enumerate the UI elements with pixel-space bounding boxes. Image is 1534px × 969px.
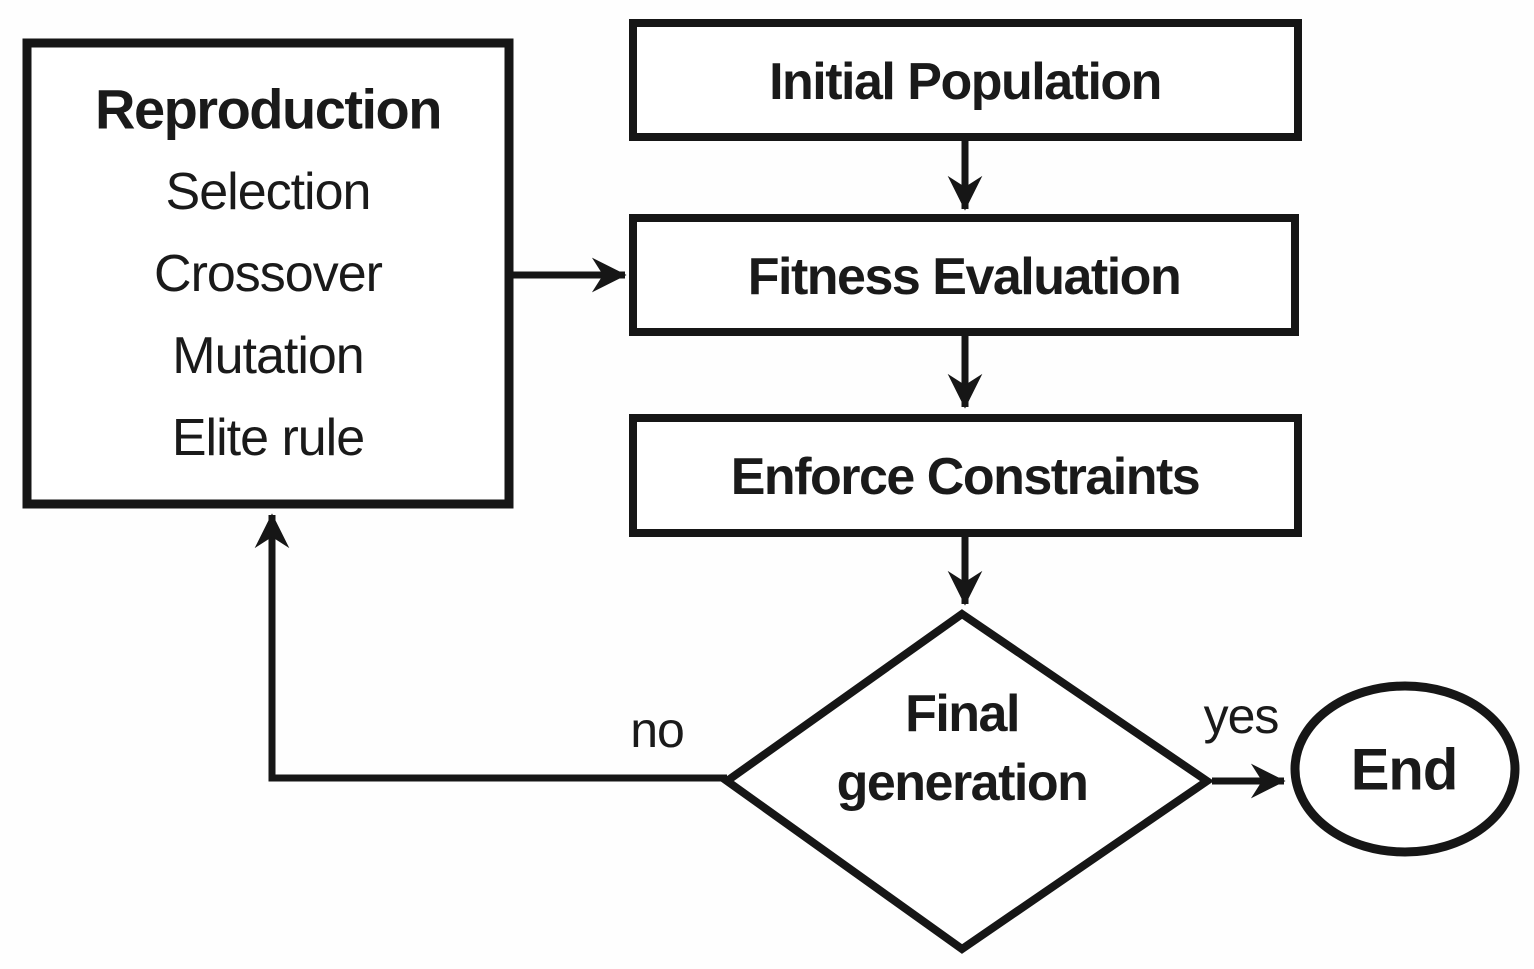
fitness-evaluation-node: Fitness Evaluation (629, 214, 1299, 336)
enforce-constraints-node: Enforce Constraints (629, 414, 1302, 537)
final-generation-label-line2: generation (837, 754, 1088, 812)
fitness-evaluation-box (629, 214, 1299, 336)
reproduction-title: Reproduction (95, 78, 441, 141)
initial-population-node: Initial Population (629, 19, 1302, 141)
final-generation-diamond (720, 609, 1215, 954)
end-label: End (1351, 738, 1458, 803)
final-generation-label-line1: Final (905, 685, 1019, 743)
enforce-constraints-box (629, 414, 1302, 537)
initial-population-label: Initial Population (769, 53, 1161, 111)
end-ellipse (1290, 681, 1520, 857)
reproduction-node: Reproduction Selection Crossover Mutatio… (22, 38, 514, 509)
initial-population-box (629, 19, 1302, 141)
reproduction-item: Elite rule (172, 409, 364, 467)
reproduction-item: Crossover (154, 245, 383, 303)
final-generation-node: Final generation (720, 609, 1215, 954)
end-node: End (1290, 681, 1520, 857)
reproduction-item: Selection (166, 163, 371, 221)
yes-edge-label: yes (1204, 688, 1279, 744)
fitness-evaluation-label: Fitness Evaluation (748, 248, 1180, 306)
arrow-decision-to-reproduction (254, 513, 727, 782)
no-edge-label: no (630, 702, 684, 758)
enforce-constraints-label: Enforce Constraints (731, 448, 1199, 506)
reproduction-box (22, 38, 514, 509)
reproduction-item: Mutation (172, 327, 363, 385)
